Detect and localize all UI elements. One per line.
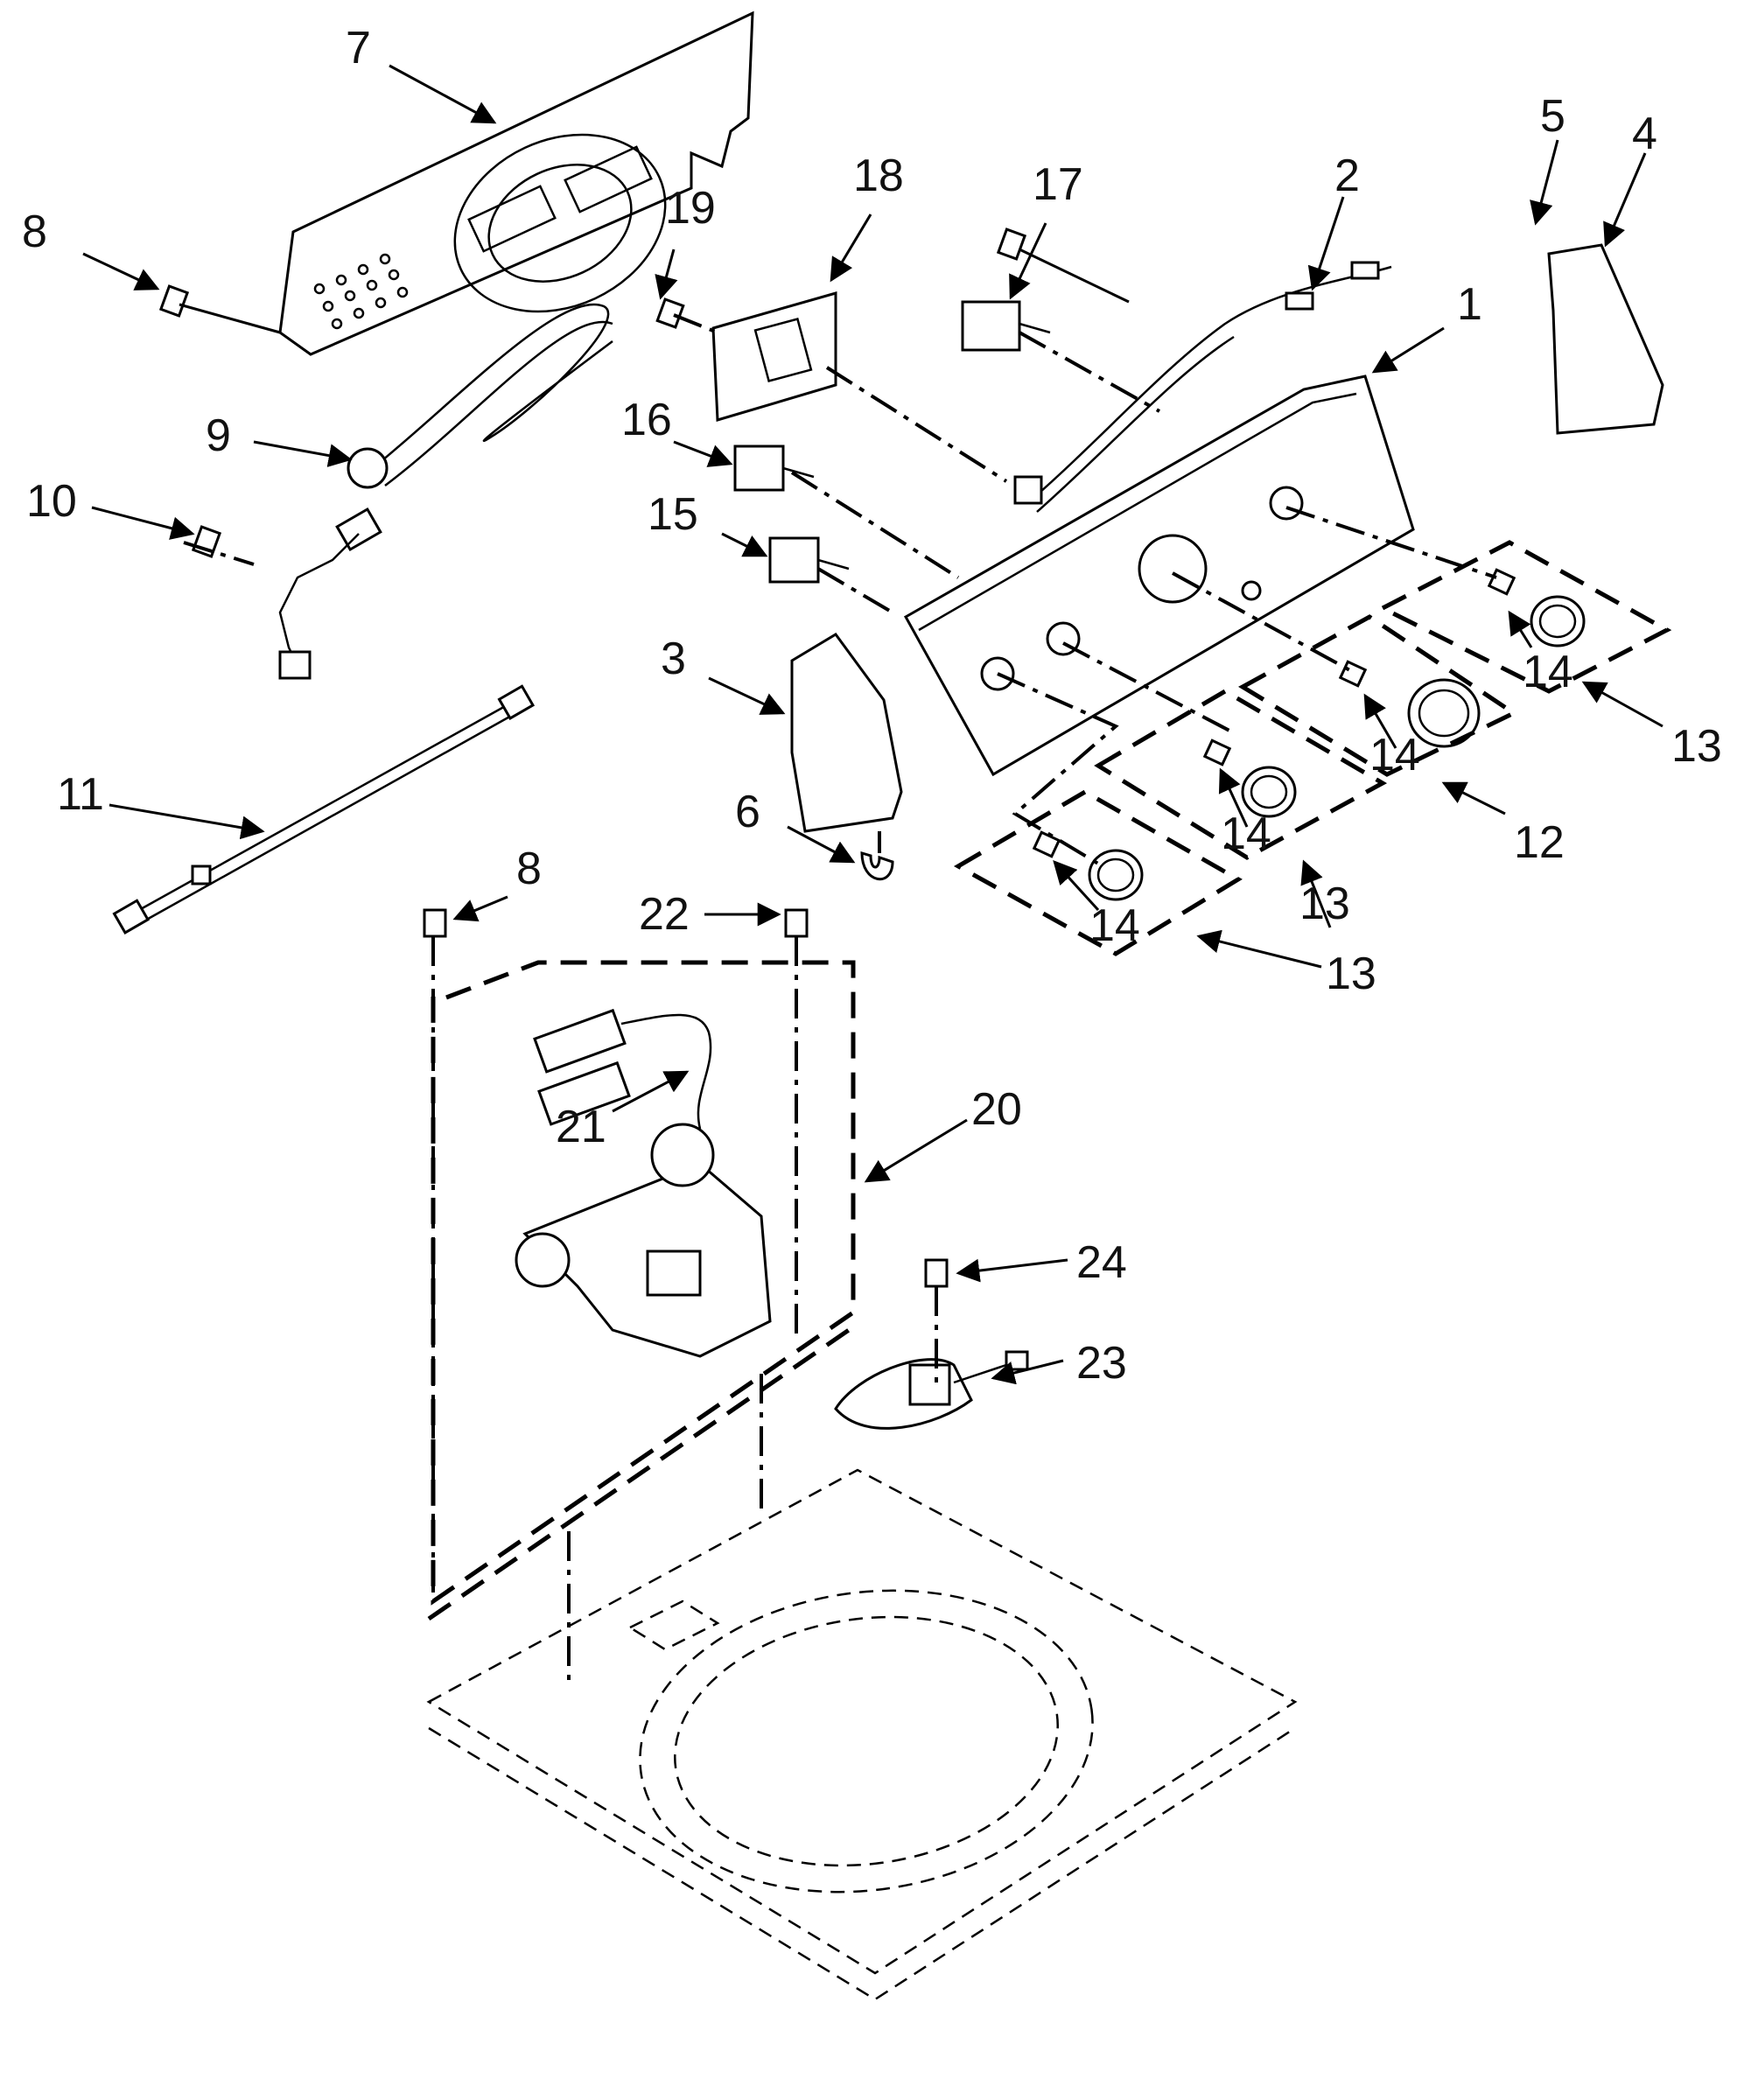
screw-22 [784,908,809,938]
label-2: 2 [1334,150,1360,201]
knob-lower [1088,849,1144,901]
switch-17-part [961,300,1051,352]
control-board-part [711,291,837,422]
label-1: 1 [1457,279,1482,330]
label-7: 7 [346,23,371,74]
wire-harness-part [1013,261,1392,513]
screw-5 [996,228,1130,304]
part-labels: 7 8 19 18 17 2 5 4 1 9 16 10 15 3 14 13 … [22,23,1722,1389]
switch-16-part [733,444,815,492]
screw-10 [191,525,222,558]
screw-19 [655,298,685,329]
label-17: 17 [1033,159,1083,210]
label-13-right: 13 [1671,721,1722,772]
label-15: 15 [648,489,698,540]
leader-arrows [82,64,1663,1385]
label-11: 11 [57,769,104,820]
rear-panel-part [278,10,754,356]
label-3: 3 [661,634,686,684]
label-12: 12 [1514,817,1565,868]
screw-8-top [158,284,281,334]
switch-15-part [768,536,850,584]
knob-12 [1407,678,1481,748]
label-14-middle-right: 14 [1369,730,1420,780]
label-22: 22 [639,889,690,940]
assembly-lines [183,313,1497,1680]
label-5: 5 [1540,91,1565,142]
end-cap-right-part [1547,243,1664,435]
label-18: 18 [853,150,904,201]
power-cord-part [278,303,613,680]
label-14-upper-right: 14 [1523,647,1573,697]
label-14-lower: 14 [1089,900,1140,951]
sensor-part [834,1350,1029,1430]
label-23: 23 [1076,1338,1127,1389]
label-10: 10 [26,476,77,527]
label-8-top: 8 [22,206,47,257]
label-19: 19 [665,183,716,234]
screw-24 [924,1258,949,1288]
label-14-middle: 14 [1221,808,1271,859]
knob-upper-right [1530,595,1586,648]
label-9: 9 [206,410,231,461]
label-20: 20 [971,1084,1022,1135]
water-valve-part [515,1008,772,1358]
cable-part [112,684,536,934]
label-21: 21 [556,1102,606,1152]
label-8-bottom: 8 [516,844,542,894]
label-24: 24 [1076,1237,1127,1288]
knob-group-boxes [953,540,1672,956]
label-13-lower: 13 [1326,948,1376,999]
base-top-part [426,1468,1298,2001]
label-4: 4 [1632,108,1657,159]
label-13-lower-middle: 13 [1299,878,1350,929]
knob-middle [1241,766,1297,818]
end-cap-left-part [790,633,903,833]
label-6: 6 [735,787,760,837]
screw-8-bottom [423,908,447,938]
clip-part [860,831,894,881]
console-part [903,374,1415,777]
label-16: 16 [621,395,672,445]
